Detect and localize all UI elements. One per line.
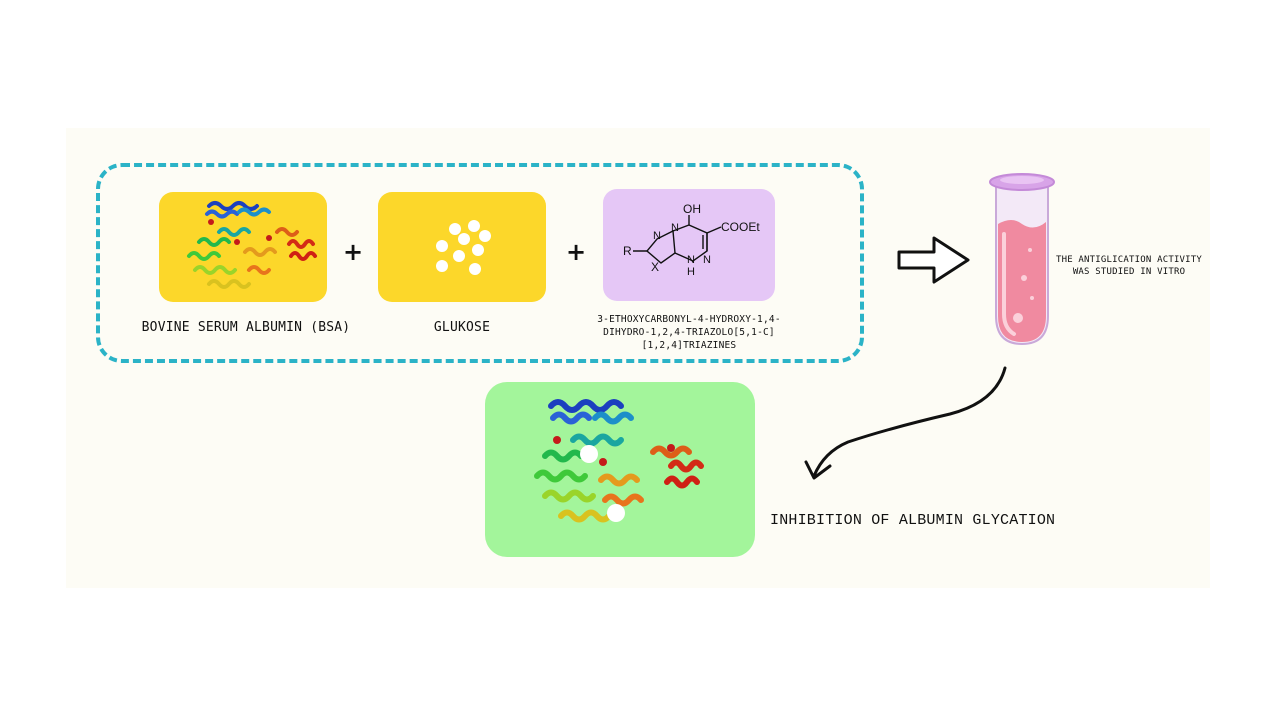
triazine-card: OH COOEt R X N N N N H xyxy=(603,189,775,301)
x-text: X xyxy=(651,260,659,274)
r-text: R xyxy=(623,244,632,258)
n-text-3: N xyxy=(703,254,711,266)
result-label: INHIBITION OF ALBUMIN GLYCATION xyxy=(770,512,1056,529)
n-text-2: N xyxy=(671,222,679,234)
triazine-structure-diagram: OH COOEt R X N N N N H xyxy=(623,202,760,278)
glycation-result-card xyxy=(485,382,755,557)
oh-text: OH xyxy=(683,202,701,216)
glucose-label: GLUKOSE xyxy=(433,320,491,335)
activity-label: THE ANTIGLICATION ACTIVITY WAS STUDIED I… xyxy=(1050,254,1208,278)
n-text-1: N xyxy=(653,230,661,242)
triazine-label-line1: 3-ETHOXYCARBONYL-4-HYDROXY-1,4- xyxy=(597,314,781,325)
plus-sign-1: + xyxy=(343,238,364,266)
n-text-4: N xyxy=(687,254,695,266)
reaction-mixture-frame xyxy=(96,163,864,363)
triazine-label-line2: DIHYDRO-1,2,4-TRIAZOLO[5,1-C][1,2,4]TRIA… xyxy=(603,327,775,351)
outline-arrow-icon xyxy=(897,236,970,284)
glucose-card xyxy=(378,192,546,302)
bsa-label: BOVINE SERUM ALBUMIN (BSA) xyxy=(141,320,351,335)
test-tube-icon xyxy=(989,173,1055,346)
curved-arrow-icon xyxy=(804,366,1007,480)
activity-label-line2: WAS STUDIED IN VITRO xyxy=(1072,267,1186,277)
activity-label-line1: THE ANTIGLICATION ACTIVITY xyxy=(1055,255,1203,265)
triazine-label: 3-ETHOXYCARBONYL-4-HYDROXY-1,4- DIHYDRO-… xyxy=(566,313,812,352)
protein-structure-icon xyxy=(187,201,317,289)
glucose-molecules-icon xyxy=(436,220,491,275)
nh-h-text: H xyxy=(687,266,695,278)
cooet-text: COOEt xyxy=(721,220,760,234)
plus-sign-2: + xyxy=(566,238,587,266)
protein-structure-icon xyxy=(534,399,704,523)
bsa-card xyxy=(159,192,327,302)
